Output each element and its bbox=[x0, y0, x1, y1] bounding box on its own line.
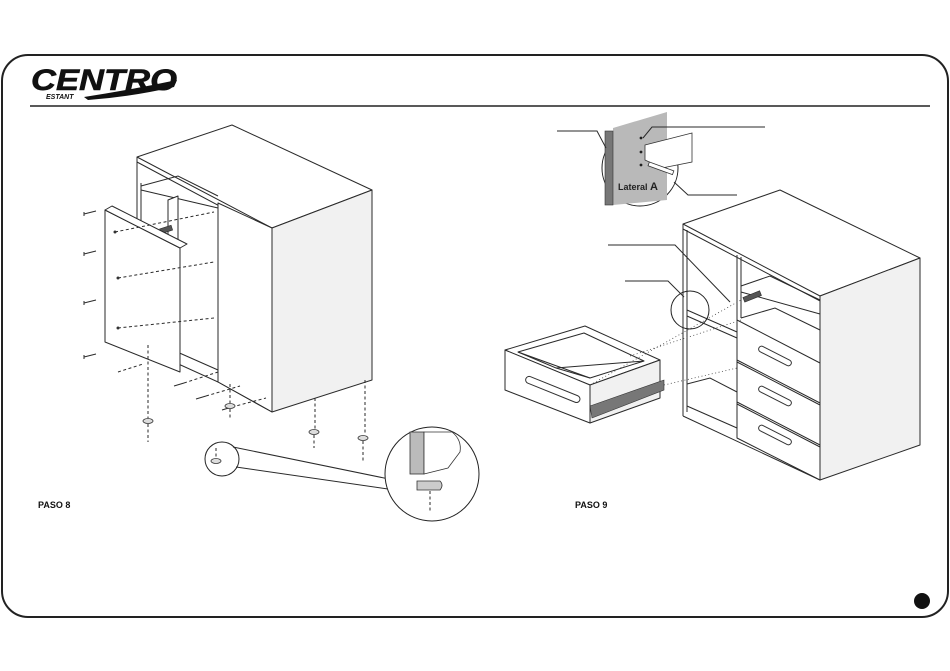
side-panel-detail-callout: Lateral A bbox=[557, 112, 765, 206]
screw bbox=[84, 211, 96, 216]
lateral-letter: A bbox=[650, 181, 658, 193]
glide-detail-callout bbox=[205, 427, 479, 521]
brand-logo: CENTRO ESTANT bbox=[31, 64, 177, 101]
screw bbox=[84, 251, 96, 256]
panel-edge bbox=[410, 432, 424, 474]
screw bbox=[84, 354, 96, 359]
logo-subtitle: ESTANT bbox=[46, 94, 74, 101]
detail-marker bbox=[671, 291, 709, 329]
cabinet-drawers bbox=[737, 320, 820, 480]
step-9-illustration: Lateral A bbox=[505, 112, 920, 480]
drawer-slide bbox=[743, 291, 762, 302]
cabinet-side-panel bbox=[272, 190, 372, 412]
glide bbox=[358, 436, 368, 441]
glide bbox=[143, 419, 153, 424]
screw bbox=[196, 396, 206, 399]
screw bbox=[84, 300, 96, 305]
step-9-label: PASO 9 bbox=[575, 500, 607, 510]
logo-wordmark: CENTRO bbox=[31, 64, 177, 97]
glide-detail bbox=[417, 481, 442, 490]
lateral-panel-edge bbox=[605, 131, 613, 205]
cabinet-side-panel bbox=[820, 258, 920, 480]
glide bbox=[309, 430, 319, 435]
glide bbox=[225, 404, 235, 409]
screw bbox=[174, 383, 184, 386]
right-door-panel bbox=[218, 203, 272, 412]
step-8-illustration bbox=[84, 125, 479, 521]
lateral-label: Lateral A bbox=[618, 181, 658, 193]
page-marker-dot bbox=[914, 593, 930, 609]
lateral-word: Lateral bbox=[618, 182, 648, 192]
step-8-label: PASO 8 bbox=[38, 500, 70, 510]
